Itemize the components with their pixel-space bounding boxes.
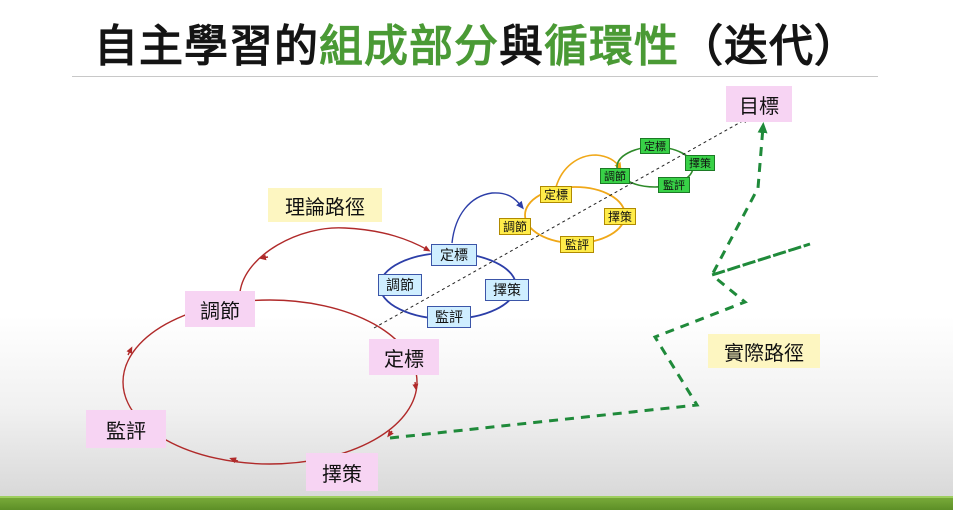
goal-label: 目標	[726, 86, 792, 122]
cycle-large-connector	[239, 227, 431, 293]
cycle-yellow-set-goal: 定標	[540, 186, 572, 203]
title-part-4: 循環性	[544, 21, 679, 72]
cycle-large-arrow	[229, 457, 239, 464]
theory-path-label: 理論路徑	[268, 188, 382, 222]
page-title: 自主學習的組成部分與循環性（迭代）	[0, 10, 953, 74]
cycle-yellow-choose-strategy: 擇策	[604, 208, 636, 225]
cycle-large-ring	[122, 254, 419, 465]
cycle-blue-choose-strategy: 擇策	[485, 279, 529, 301]
cycle-large-arrow	[387, 430, 394, 438]
title-part-5: （迭代）	[679, 21, 859, 72]
cycle-large-set-goal: 定標	[369, 339, 439, 375]
cycle-large-monitor: 監評	[86, 410, 166, 448]
cycle-blue-connector	[451, 192, 524, 244]
cycle-large-choose-strategy: 擇策	[306, 453, 378, 491]
actual-path-label: 實際路徑	[708, 334, 820, 368]
cycle-blue-monitor: 監評	[427, 306, 471, 328]
cycle-large-arrow	[126, 346, 133, 356]
cycle-green-choose-strategy: 擇策	[685, 155, 715, 171]
title-part-1: 自主學習的	[94, 21, 319, 72]
cycle-yellow-monitor: 監評	[560, 236, 594, 253]
cycle-yellow-adjust: 調節	[499, 218, 531, 235]
cycle-blue-set-goal: 定標	[431, 244, 477, 266]
theory-path-line	[373, 117, 750, 329]
cycle-yellow-connector	[555, 154, 622, 188]
cycle-green-adjust: 調節	[600, 168, 630, 184]
cycle-green-set-goal: 定標	[640, 138, 670, 154]
title-part-2: 組成部分	[319, 21, 499, 72]
cycle-blue-adjust: 調節	[378, 274, 422, 296]
cycle-large-arrow	[259, 254, 269, 261]
cycle-green-monitor: 監評	[658, 177, 690, 193]
title-divider	[72, 76, 878, 77]
cycle-large-adjust: 調節	[185, 291, 255, 327]
footer-band	[0, 496, 953, 510]
title-part-3: 與	[499, 21, 544, 72]
